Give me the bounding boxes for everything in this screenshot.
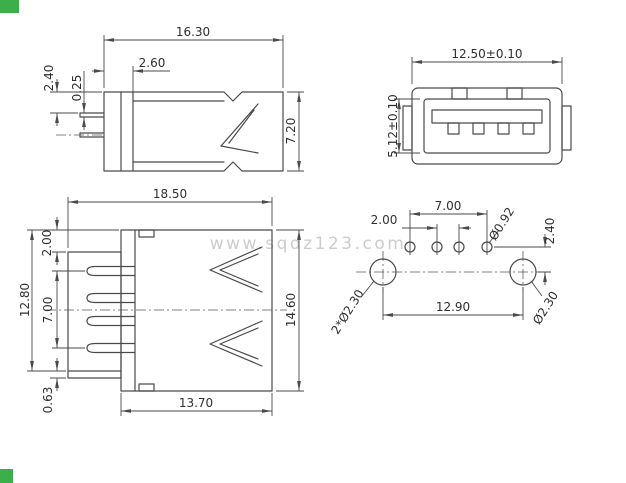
side-top-height-dim: 2.40 <box>42 65 56 92</box>
corner-mark-bottom-left <box>0 469 13 483</box>
pcb-leader-pin-dia <box>488 229 500 244</box>
pcb-pin-pitch-dim: 2.00 <box>371 213 398 227</box>
side-pin-thickness-dim: 0.25 <box>70 75 84 102</box>
top-pin-3 <box>86 315 136 327</box>
watermark-text: www.sqdz123.com <box>210 234 407 254</box>
top-view-part <box>46 229 287 392</box>
top-pin-1 <box>86 265 136 277</box>
top-edge-dim: 2.00 <box>40 230 54 257</box>
pcb-pin-hole-3 <box>453 241 465 253</box>
top-bottom-edge-dim: 0.63 <box>41 387 55 414</box>
top-tab-lower <box>138 383 155 392</box>
pcb-pin-hole-1 <box>404 241 416 253</box>
front-opening <box>423 98 551 154</box>
pcb-mount-span-dim: 12.90 <box>436 300 470 314</box>
pcb-view: 7.00 2.00 Ø0.92 2.40 12.90 Ø2.30 2*Ø2.30 <box>328 199 561 337</box>
side-inner-lines <box>132 100 225 163</box>
side-shell-outline <box>103 91 284 172</box>
pcb-leader-mount-note <box>361 280 375 297</box>
top-pin-span-dim: 7.00 <box>41 297 55 324</box>
side-pin-offset-dim: 2.60 <box>139 56 166 70</box>
pcb-pin-hole-dia-dim: Ø0.92 <box>486 205 517 243</box>
front-view-dimensions: 12.50±0.10 5.12±0.10 <box>386 47 563 158</box>
top-total-height-dim: 14.60 <box>284 293 298 327</box>
pcb-mount-hole-left <box>369 258 397 286</box>
front-width-dim: 12.50±0.10 <box>451 47 522 61</box>
front-contact-4 <box>522 122 535 135</box>
top-extension-lines <box>27 197 304 416</box>
top-pin-2 <box>86 292 136 304</box>
top-body-outline <box>120 229 273 392</box>
top-spring-upper <box>209 246 263 293</box>
pcb-hole-ticks <box>409 239 488 255</box>
pcb-centerlines <box>356 251 550 293</box>
front-ear-left <box>402 105 413 151</box>
pcb-mount-hole-right <box>509 258 537 286</box>
front-dimple-right <box>506 87 523 100</box>
front-contact-1 <box>447 122 460 135</box>
front-tongue <box>431 109 543 124</box>
side-extension-lines <box>50 35 304 172</box>
front-ear-right <box>561 105 572 151</box>
pcb-row-offset-dim: 2.40 <box>543 218 557 245</box>
top-total-width-dim: 18.50 <box>153 187 187 201</box>
side-latch-spring <box>220 103 259 154</box>
front-contact-2 <box>472 122 485 135</box>
front-contact-3 <box>497 122 510 135</box>
top-body-length-dim: 13.70 <box>179 396 213 410</box>
pcb-mount-note-dim: 2*Ø2.30 <box>328 287 366 337</box>
front-dimple-left <box>451 87 468 100</box>
pcb-view-dimensions: 7.00 2.00 Ø0.92 2.40 12.90 Ø2.30 2*Ø2.30 <box>328 199 561 337</box>
pcb-view-part <box>356 239 550 293</box>
front-view: 12.50±0.10 5.12±0.10 <box>386 47 572 165</box>
corner-mark-top-left <box>0 0 19 13</box>
pcb-pin-hole-4 <box>481 241 493 253</box>
side-view-part <box>56 91 284 172</box>
top-shell-height-dim: 12.80 <box>18 283 32 317</box>
side-flange-lines <box>120 91 134 172</box>
front-extension-lines <box>394 57 563 154</box>
top-view: 18.50 2.00 12.80 7.00 0.63 13.70 14.60 <box>18 187 304 416</box>
front-view-part <box>402 87 572 165</box>
top-view-dimensions: 18.50 2.00 12.80 7.00 0.63 13.70 14.60 <box>18 187 304 416</box>
side-view: 16.30 2.60 2.40 0.25 7.20 <box>42 25 304 172</box>
side-body-height-dim: 7.20 <box>284 118 298 145</box>
pcb-mount-dia-dim: Ø2.30 <box>530 289 561 327</box>
corner-marks <box>0 0 19 483</box>
top-spring-lower <box>209 320 263 367</box>
side-total-width-dim: 16.30 <box>176 25 210 39</box>
pcb-pin-hole-2 <box>431 241 443 253</box>
pcb-pin-span-dim: 7.00 <box>435 199 462 213</box>
top-tab-upper <box>138 229 155 238</box>
front-height-dim: 5.12±0.10 <box>386 94 400 158</box>
top-pin-4 <box>86 342 136 354</box>
pcb-leader-mount-dia <box>530 280 543 297</box>
side-view-dimensions: 16.30 2.60 2.40 0.25 7.20 <box>42 25 304 172</box>
